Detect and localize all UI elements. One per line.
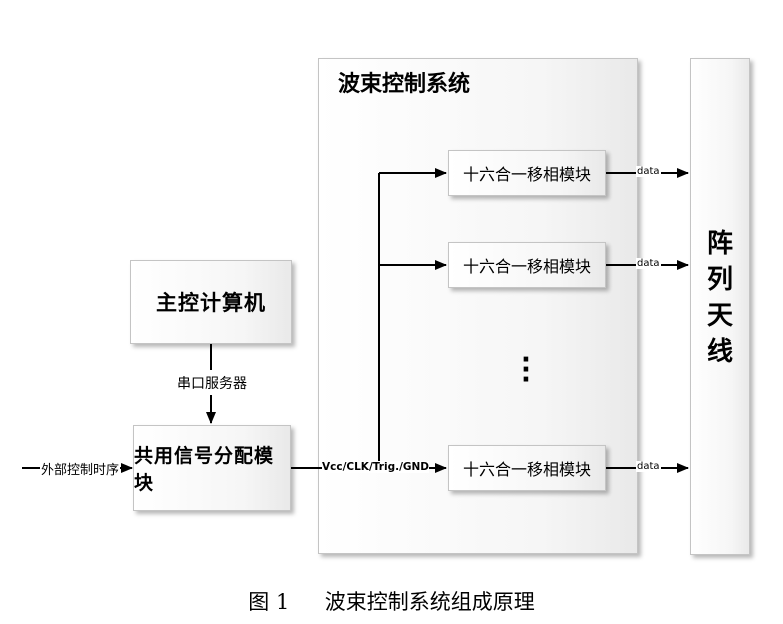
phase-module-2-label: 十六合一移相模块 [462, 257, 591, 276]
serial-server-label: 串口服务器 [176, 373, 248, 393]
array-antenna-label: 阵列天线 [706, 229, 733, 367]
more-modules-ellipsis: ··· [521, 345, 531, 395]
signal-distribution-label: 共用信号分配模块 [134, 445, 275, 494]
phase-module-1: 十六合一移相模块 [448, 150, 606, 196]
main-computer-box: 主控计算机 [130, 260, 292, 344]
figure-caption: 图 1 波束控制系统组成原理 [0, 586, 783, 616]
signal-distribution-box: 共用信号分配模块 [133, 425, 291, 511]
figure-title: 波束控制系统组成原理 [324, 590, 535, 614]
phase-module-3-label: 十六合一移相模块 [462, 460, 591, 479]
data-label-2: data [636, 258, 661, 269]
external-timing-label: 外部控制时序 [40, 459, 121, 478]
bus-signal-label: Vcc/CLK/Trig./GND [322, 461, 430, 473]
main-computer-label: 主控计算机 [156, 291, 266, 315]
phase-module-1-label: 十六合一移相模块 [462, 165, 591, 184]
phase-module-3: 十六合一移相模块 [448, 445, 606, 491]
array-antenna-box [690, 58, 750, 555]
figure-number: 图 1 [248, 590, 290, 614]
system-title: 波束控制系统 [338, 72, 471, 97]
data-label-3: data [636, 461, 661, 472]
phase-module-2: 十六合一移相模块 [448, 242, 606, 288]
data-label-1: data [636, 166, 661, 177]
